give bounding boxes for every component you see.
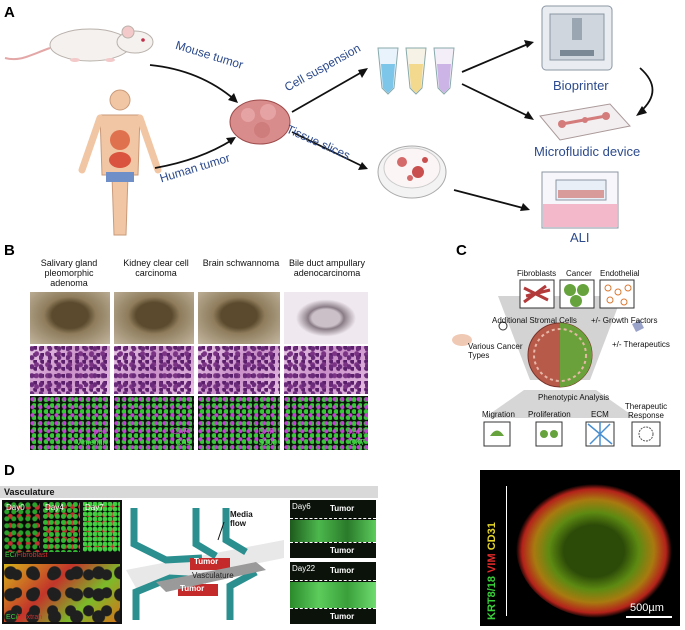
if-label-bottom-3: S100	[258, 438, 277, 447]
cd31-marker-label: CD31	[486, 522, 498, 551]
bioprinter-label: Bioprinter	[553, 78, 609, 93]
endothelial-label: Endothelial	[600, 269, 640, 278]
day6-label: Day6	[292, 502, 311, 511]
column-title-2: Kidney clear cell carcinoma	[123, 258, 189, 278]
therapeutics-label: +/- Therapeutics	[612, 340, 670, 349]
microfluidic-device-label: Microfluidic device	[534, 144, 641, 159]
growth-factor-icon	[632, 320, 644, 332]
spheroid-fluorescence-image: KRT8/18 VIM CD31 500µm	[480, 470, 680, 626]
dextran-image: EC/Dextran	[4, 564, 120, 622]
scale-label: 500µm	[630, 602, 664, 614]
brightfield-image-2	[114, 292, 194, 344]
mouse-icon	[4, 25, 154, 62]
if-image-3: DAPI S100	[198, 396, 280, 450]
panel-c-label: C	[456, 242, 467, 259]
day4-label: Day4	[45, 503, 64, 512]
he-image-2	[114, 346, 194, 394]
vasculature-center-label: Vasculature	[192, 571, 234, 580]
brightfield-image-4	[284, 292, 368, 344]
day7-image: Day7	[83, 502, 120, 552]
day7-label: Day7	[85, 503, 104, 512]
day22-tumor-bottom: Tumor	[330, 612, 355, 621]
panel-a-label: A	[4, 4, 15, 21]
brightfield-image-1	[30, 292, 110, 344]
if-label-top-3: DAPI	[258, 427, 277, 436]
additional-stromal-label: Additional Stromal Cells	[492, 316, 577, 325]
panel-d-label: D	[4, 462, 15, 479]
if-image-2: DAPI CA9	[114, 396, 194, 450]
panel-a-illustration	[4, 5, 654, 236]
panel-b-label: B	[4, 242, 15, 259]
brightfield-image-3	[198, 292, 280, 344]
microfluidic-chip-icon	[539, 103, 631, 141]
day6-image: Day6 Tumor Tumor	[290, 500, 376, 558]
vasculature-image-group: Day0 Day4 Day7 EC/Fibroblast EC/Dextran	[2, 500, 122, 624]
scale-bar	[626, 616, 672, 618]
column-title-3: Brain schwannoma	[202, 258, 280, 268]
therapeutic-response-label: Therapeutic Response	[624, 402, 668, 420]
day22-label: Day22	[292, 564, 316, 573]
day6-tumor-top: Tumor	[330, 504, 355, 513]
if-label-bottom-1: Vimentin	[76, 438, 107, 447]
fibroblasts-label: Fibroblasts	[517, 269, 557, 278]
ec-dextran-label: EC/Dextran	[6, 614, 43, 621]
various-cancer-label: Various Cancer Types	[468, 342, 523, 360]
day22-tumor-top: Tumor	[330, 566, 355, 575]
image-divider	[506, 486, 507, 616]
pancreas-icon	[452, 334, 472, 346]
proliferation-label: Proliferation	[528, 410, 571, 419]
vasculature-title: Vasculature	[4, 487, 55, 497]
day22-vessel-band	[290, 582, 376, 608]
day0-image: Day0	[4, 502, 40, 552]
chip-channel-diagram	[126, 508, 284, 620]
column-title-4: Bile duct ampullary adenocarcinoma	[288, 258, 366, 278]
output-funnel-shape	[484, 390, 636, 418]
vasculature-header-bar	[0, 486, 378, 498]
tumor-label-bottom: Tumor	[180, 584, 205, 593]
proliferation-box	[535, 421, 563, 447]
tumor-label-top: Tumor	[194, 557, 219, 566]
spheroid-shape	[516, 484, 672, 618]
day22-image: Day22 Tumor Tumor	[290, 562, 376, 624]
he-image-4	[284, 346, 368, 394]
therapeutic-response-box	[631, 421, 661, 447]
vasculature-channel	[156, 562, 266, 592]
ali-label: ALI	[570, 230, 590, 245]
he-image-3	[198, 346, 280, 394]
media-flow-label: Media flow	[230, 510, 253, 528]
tumor-channel-top	[190, 558, 230, 570]
if-label-bottom-4: CK7	[349, 438, 365, 447]
he-image-1	[30, 346, 110, 394]
day4-image: Day4	[43, 502, 80, 552]
ali-transwell-icon	[541, 171, 619, 229]
vim-marker-label: VIM	[486, 553, 498, 573]
stromal-cell-icon	[498, 321, 508, 331]
tumor-icon	[229, 99, 291, 145]
krt-marker-label: KRT8/18	[486, 575, 498, 620]
growth-factors-label: +/- Growth Factors	[591, 316, 658, 325]
day6-vessel-band	[290, 520, 376, 542]
if-label-top-4: DAPI	[346, 427, 365, 436]
if-label-bottom-2: CA9	[175, 438, 191, 447]
if-image-1: p63 Vimentin	[30, 396, 110, 450]
if-image-4: DAPI CK7	[284, 396, 368, 450]
day6-tumor-bottom: Tumor	[330, 546, 355, 555]
day0-label: Day0	[6, 503, 25, 512]
petri-dish-icon	[377, 145, 447, 199]
bioprinter-icon	[541, 5, 613, 71]
if-label-top-2: DAPI	[172, 427, 191, 436]
if-label-top-1: p63	[93, 427, 107, 436]
panel-c-illustration	[452, 279, 661, 447]
ecm-label: ECM	[591, 410, 609, 419]
endothelial-box	[599, 279, 635, 309]
ec-fibroblast-label-1: EC/Fibroblast	[5, 552, 48, 559]
cancer-label: Cancer	[566, 269, 592, 278]
phenotypic-label: Phenotypic Analysis	[538, 393, 610, 402]
column-title-1: Salivary gland pleomorphic adenoma	[40, 258, 98, 288]
migration-label: Migration	[482, 410, 515, 419]
human-body-icon	[78, 89, 162, 236]
tubes-icon	[377, 47, 455, 95]
